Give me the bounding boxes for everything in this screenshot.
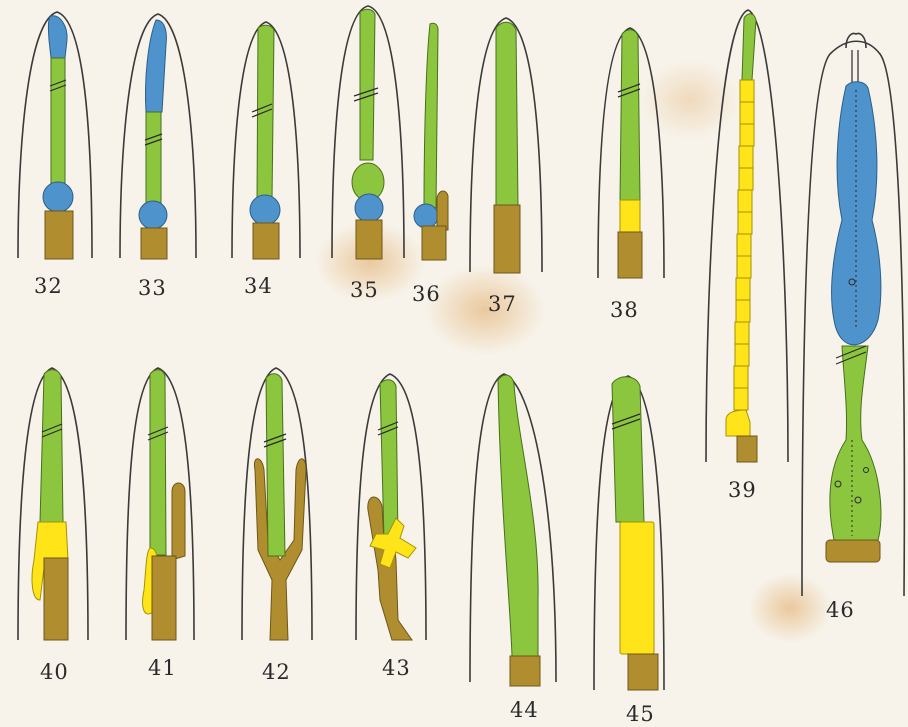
figure-number-32: 32 <box>34 274 63 298</box>
figure-33 <box>120 14 196 259</box>
figure-44 <box>470 374 556 686</box>
figure-43 <box>356 374 426 640</box>
figure-number-35: 35 <box>350 278 379 302</box>
figure-number-42: 42 <box>262 660 291 684</box>
figure-number-45: 45 <box>626 702 655 726</box>
figure-37 <box>470 18 542 273</box>
figure-34 <box>232 22 300 259</box>
figure-number-43: 43 <box>382 656 411 680</box>
figure-35 <box>332 6 404 259</box>
figure-number-34: 34 <box>244 274 273 298</box>
figure-number-36: 36 <box>412 282 441 306</box>
figure-45 <box>594 376 664 690</box>
figure-number-40: 40 <box>40 660 69 684</box>
figure-42 <box>242 368 312 640</box>
figure-number-38: 38 <box>610 298 639 322</box>
yellow-segment-chain <box>726 80 754 436</box>
figure-number-41: 41 <box>148 656 177 680</box>
figure-41 <box>126 368 194 640</box>
figure-46 <box>802 34 904 596</box>
figure-40 <box>18 368 88 640</box>
figure-32 <box>18 12 92 259</box>
figure-38 <box>598 28 664 278</box>
figure-number-37: 37 <box>488 292 517 316</box>
figure-number-33: 33 <box>138 276 167 300</box>
figure-number-46: 46 <box>826 598 855 622</box>
figure-number-39: 39 <box>728 478 757 502</box>
figure-number-44: 44 <box>510 698 539 722</box>
figure-36 <box>414 23 448 260</box>
